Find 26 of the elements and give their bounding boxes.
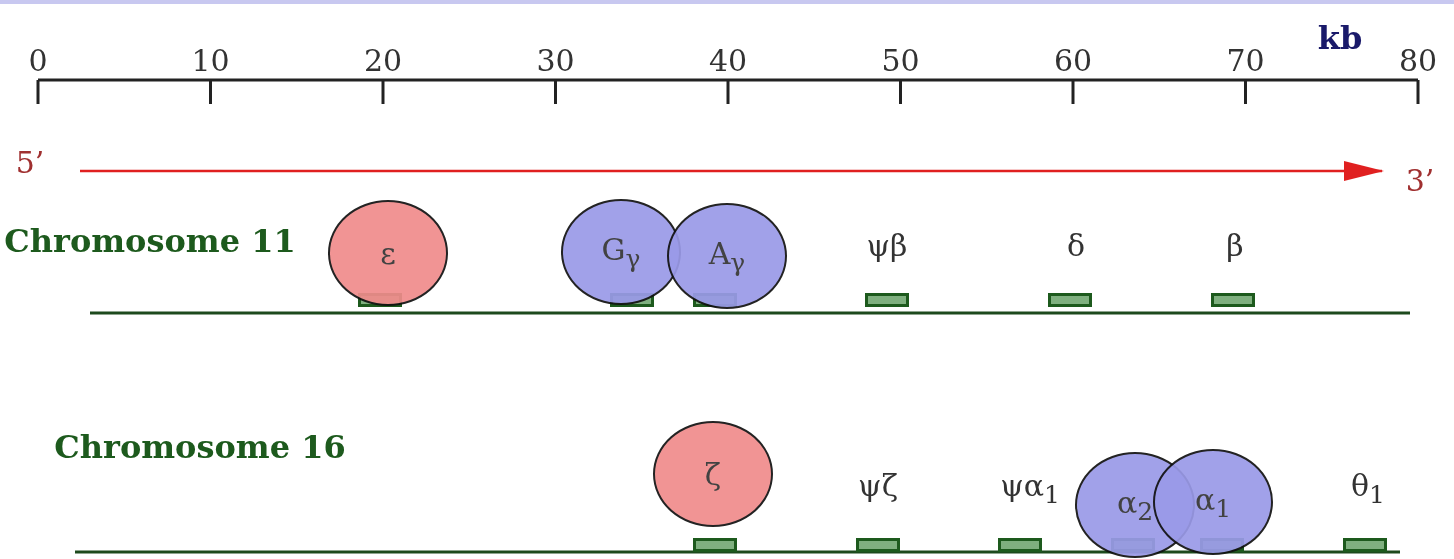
gene-label: G$_{γ}$	[601, 231, 641, 273]
gene-label: A$_{γ}$	[708, 235, 746, 277]
gene-label: ζ	[704, 456, 722, 492]
strand-end-label: 5’	[15, 144, 45, 180]
tick-label: 50	[881, 42, 920, 78]
gene-label: ψζ	[858, 467, 898, 503]
tick-label: 60	[1053, 42, 1093, 78]
tick-label: 10	[191, 42, 230, 78]
tick-label: 80	[1398, 42, 1438, 78]
chromosome-label: Chromosome 16	[54, 428, 346, 466]
tick-label: 0	[28, 42, 48, 78]
tick-label: 30	[536, 42, 575, 78]
gene-label: α$_{2}$	[1116, 484, 1154, 526]
chromosome-label: Chromosome 11	[4, 222, 296, 260]
gene-label: α$_{1}$	[1194, 481, 1232, 523]
gene-label: ψα$_{1}$	[1000, 467, 1060, 509]
gene-label: δ	[1066, 227, 1086, 263]
gene-label: β	[1226, 227, 1244, 263]
tick-label: 20	[363, 42, 403, 78]
tick-label: 40	[708, 42, 748, 78]
gene-label: ε	[380, 235, 396, 271]
gene-label: ψβ	[866, 227, 908, 263]
strand-end-label: 3’	[1405, 162, 1435, 198]
unit-label: kb	[1317, 19, 1363, 57]
gene-label: θ$_{1}$	[1351, 467, 1385, 509]
tick-label: 70	[1226, 42, 1265, 78]
